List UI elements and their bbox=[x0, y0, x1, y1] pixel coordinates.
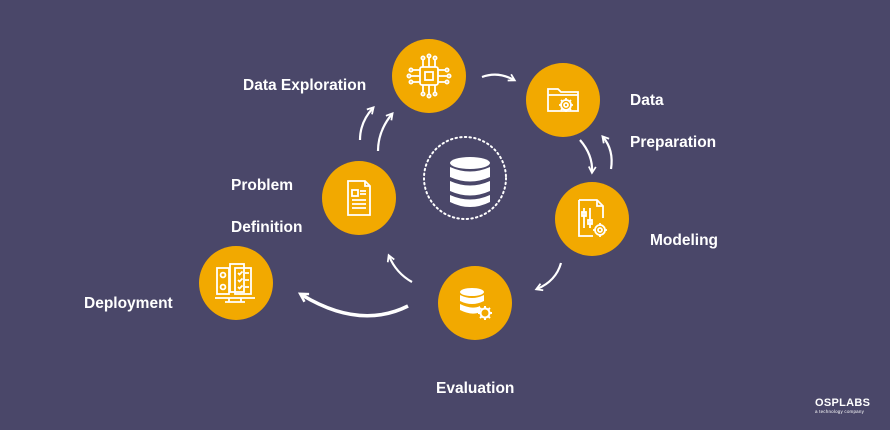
label-deployment: Deployment bbox=[84, 295, 173, 312]
center-dotted-ring bbox=[423, 136, 507, 220]
node-evaluation bbox=[438, 266, 512, 340]
database-gear-icon bbox=[460, 288, 492, 320]
node-deployment bbox=[199, 246, 273, 320]
folder-gear-icon bbox=[547, 88, 579, 112]
arrow-preparation-to-modeling bbox=[579, 139, 597, 175]
label-modeling: Modeling bbox=[650, 232, 719, 249]
node-problem-definition bbox=[322, 161, 396, 235]
arrow-exploration-to-preparation bbox=[481, 73, 517, 82]
node-data-exploration bbox=[392, 39, 466, 113]
label-evaluation: Evaluation bbox=[436, 380, 515, 397]
database-icon bbox=[450, 157, 490, 207]
document-icon bbox=[347, 180, 371, 216]
arrow-problem-to-exploration-left bbox=[358, 106, 375, 141]
server-checklist-icon bbox=[215, 263, 255, 303]
label-problem-definition: Problem Definition bbox=[231, 177, 303, 236]
arrow-evaluation-to-problem bbox=[386, 253, 413, 283]
document-sliders-gear-icon bbox=[578, 199, 607, 237]
logo-wordmark: OSPLABS bbox=[815, 397, 871, 409]
osplabs-logo: OSPLABS a technology company bbox=[815, 398, 870, 415]
logo-tagline: a technology company bbox=[815, 409, 865, 414]
chip-icon bbox=[406, 53, 452, 99]
arrow-modeling-to-evaluation bbox=[534, 262, 563, 292]
arrow-modeling-to-preparation bbox=[601, 134, 613, 170]
label-data-preparation: Data Preparation bbox=[630, 92, 717, 151]
arrow-problem-to-exploration-right bbox=[376, 111, 394, 152]
arrow-evaluation-to-deployment bbox=[302, 295, 409, 318]
node-modeling bbox=[555, 182, 629, 256]
node-data-preparation bbox=[526, 63, 600, 137]
label-data-exploration: Data Exploration bbox=[243, 77, 367, 94]
